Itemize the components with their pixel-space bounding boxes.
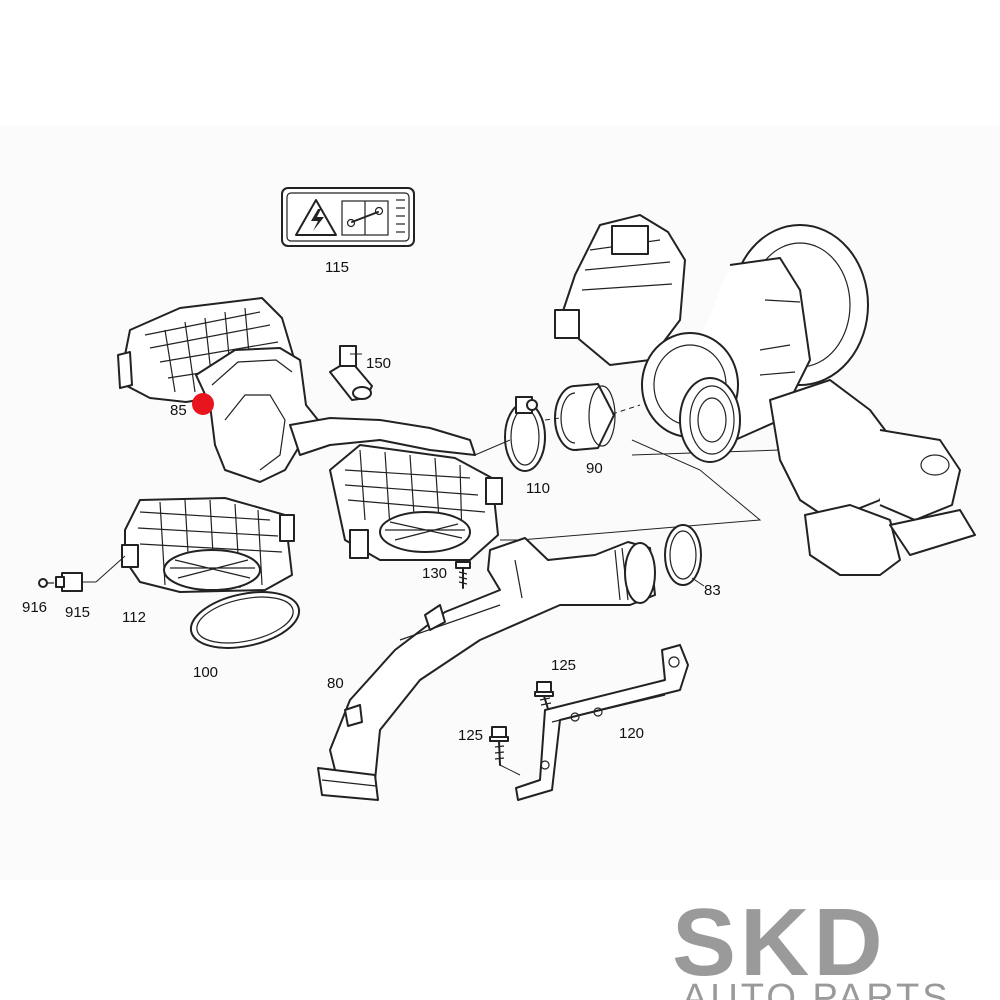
callout-112: 112 bbox=[122, 609, 146, 626]
bracket-part bbox=[515, 644, 689, 801]
brand-subtitle: AUTO PARTS bbox=[682, 977, 951, 1000]
clip-part bbox=[38, 578, 48, 588]
callout-125-lower: 125 bbox=[458, 727, 483, 744]
gasket-ring-part bbox=[664, 524, 705, 587]
callout-100: 100 bbox=[193, 664, 218, 681]
intake-housing-part bbox=[117, 297, 476, 483]
callout-130: 130 bbox=[422, 565, 447, 582]
screw-part bbox=[455, 561, 471, 589]
connector-part bbox=[38, 555, 126, 592]
sensor-part bbox=[329, 345, 373, 401]
highlight-dot bbox=[192, 393, 214, 415]
callout-83: 83 bbox=[704, 582, 721, 599]
bolt-part-upper bbox=[534, 681, 554, 713]
sleeve-part bbox=[554, 383, 616, 451]
callout-85: 85 bbox=[170, 402, 187, 419]
hose-clamp-part bbox=[504, 396, 546, 472]
wrench-icon bbox=[351, 211, 379, 223]
callout-125-upper: 125 bbox=[551, 657, 576, 674]
right-throttle-body-part bbox=[329, 444, 503, 561]
callout-115: 115 bbox=[325, 259, 349, 276]
callout-90: 90 bbox=[586, 460, 603, 477]
brand-watermark: SKD AUTO PARTS bbox=[672, 889, 951, 1000]
lightning-icon bbox=[311, 209, 324, 231]
callout-150: 150 bbox=[366, 355, 391, 372]
seal-ring-part bbox=[189, 591, 301, 649]
warning-label-part bbox=[281, 187, 415, 247]
callout-915: 915 bbox=[65, 604, 90, 621]
callout-916: 916 bbox=[22, 599, 47, 616]
callout-120: 120 bbox=[619, 725, 644, 742]
bolt-part-lower bbox=[489, 726, 521, 776]
throttle-body-part bbox=[121, 497, 295, 593]
callout-80: 80 bbox=[327, 675, 344, 692]
turbocharger-part bbox=[554, 214, 976, 576]
callout-110: 110 bbox=[526, 480, 550, 497]
charge-air-pipe-part bbox=[317, 537, 656, 801]
brand-name: SKD bbox=[672, 889, 887, 996]
